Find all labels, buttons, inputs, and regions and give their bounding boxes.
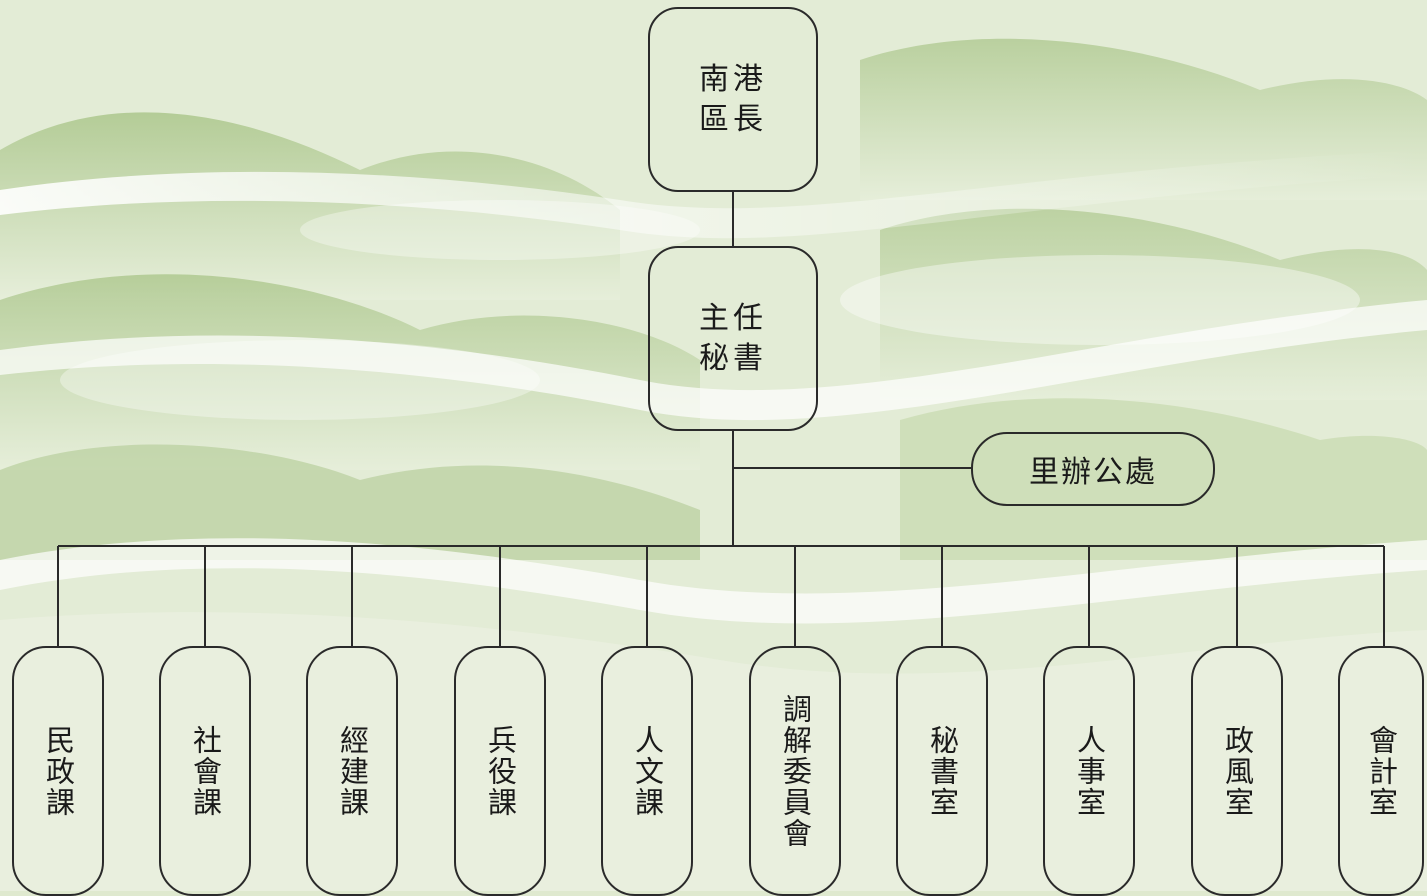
unit-box-mediation-committee: 調解委員會 — [749, 646, 841, 896]
unit-box-ethics: 政風室 — [1191, 646, 1283, 896]
unit-label: 調解委員會 — [778, 693, 813, 849]
unit-box-civil-affairs: 民政課 — [12, 646, 104, 896]
unit-box-social-affairs: 社會課 — [159, 646, 251, 896]
unit-box-military-service: 兵役課 — [454, 646, 546, 896]
unit-label: 會計室 — [1364, 724, 1399, 818]
unit-label: 經建課 — [335, 724, 370, 818]
unit-label: 社會課 — [188, 724, 223, 818]
unit-label: 兵役課 — [483, 724, 518, 818]
unit-box-humanities: 人文課 — [601, 646, 693, 896]
chief-secretary-label: 主任 秘書 — [699, 300, 767, 376]
unit-box-economic-development: 經建課 — [306, 646, 398, 896]
village-office-box: 里辦公處 — [971, 432, 1215, 506]
unit-box-personnel: 人事室 — [1043, 646, 1135, 896]
district-chief-box: 南港 區長 — [648, 7, 818, 192]
chief-secretary-box: 主任 秘書 — [648, 246, 818, 431]
district-chief-label: 南港 區長 — [699, 61, 767, 137]
unit-box-secretariat: 秘書室 — [896, 646, 988, 896]
unit-label: 人文課 — [630, 724, 665, 818]
unit-label: 人事室 — [1072, 724, 1107, 818]
unit-label: 秘書室 — [925, 724, 960, 818]
village-office-label: 里辦公處 — [1029, 455, 1157, 490]
unit-label: 政風室 — [1220, 724, 1255, 818]
unit-label: 民政課 — [41, 724, 76, 818]
unit-box-accounting: 會計室 — [1338, 646, 1424, 896]
